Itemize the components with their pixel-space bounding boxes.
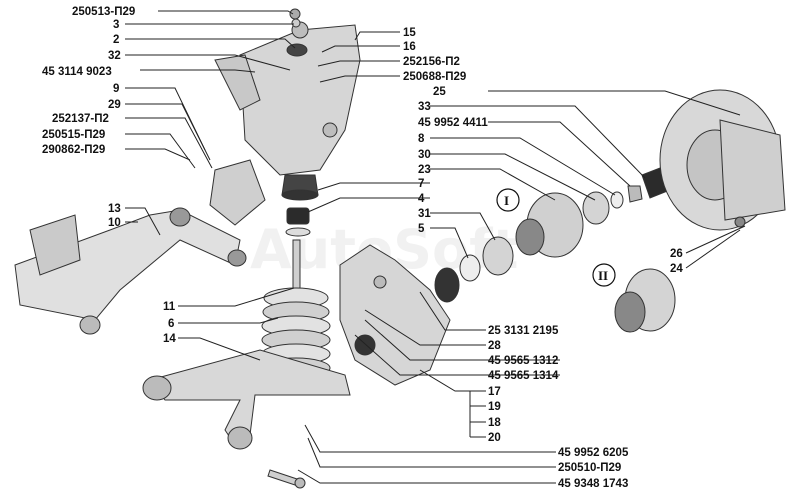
- bearing-washer: [610, 191, 624, 209]
- lower-bracket: [209, 159, 266, 226]
- top-hardware: [286, 8, 308, 57]
- label-45-9565-1312: 45 9565 1312: [488, 355, 558, 367]
- label-32: 32: [108, 50, 121, 62]
- label-45-9348-1743: 45 9348 1743: [558, 478, 628, 490]
- label-8: 8: [418, 133, 425, 145]
- outer-bearing: [582, 191, 610, 225]
- upper-bracket: [214, 21, 361, 176]
- label-18: 18: [488, 417, 501, 429]
- left-label-group: 250513-П29 3 2 32 45 3114 9023 9 29 2521…: [42, 6, 176, 345]
- label-25: 25: [433, 86, 446, 98]
- label-250510-p29: 250510-П29: [558, 462, 621, 474]
- label-252156-p2: 252156-П2: [403, 56, 460, 68]
- label-30: 30: [418, 149, 431, 161]
- bottom-bolt: [267, 469, 306, 489]
- label-9: 9: [113, 83, 119, 95]
- label-15: 15: [403, 27, 416, 39]
- label-290862-p29: 290862-П29: [42, 144, 105, 156]
- label-45-3114-9023: 45 3114 9023: [42, 66, 112, 78]
- roman-circle-two: [592, 263, 616, 287]
- label-3: 3: [113, 19, 119, 31]
- label-4: 4: [418, 193, 425, 205]
- hub-one: [515, 192, 584, 258]
- small-bushing: [285, 207, 311, 237]
- label-20: 20: [488, 432, 501, 444]
- washer: [459, 254, 481, 282]
- label-45-9952-6205: 45 9952 6205: [558, 447, 629, 459]
- label-45-9565-1314: 45 9565 1314: [488, 370, 559, 382]
- label-7: 7: [418, 178, 424, 190]
- label-5: 5: [418, 223, 425, 235]
- label-11: 11: [163, 301, 176, 313]
- label-45-9952-4411: 45 9952 4411: [418, 117, 488, 129]
- label-31: 31: [418, 208, 431, 220]
- label-23: 23: [418, 164, 431, 176]
- label-13: 13: [108, 203, 121, 215]
- label-25-3131-2195: 25 3131 2195: [488, 325, 559, 337]
- roman-circle-one: [496, 188, 520, 212]
- label-16: 16: [403, 41, 416, 53]
- roman-label-one: I: [504, 193, 509, 208]
- brake-disc: [659, 89, 786, 231]
- shock-rod: [292, 239, 301, 291]
- bump-stop: [281, 174, 319, 201]
- label-2: 2: [113, 34, 119, 46]
- label-250515-p29: 250515-П29: [42, 129, 105, 141]
- right-label-group: 15 16 252156-П2 250688-П29 25 33 45 9952…: [403, 27, 683, 490]
- label-10: 10: [108, 217, 121, 229]
- seal-ring: [434, 267, 460, 303]
- label-14: 14: [163, 333, 176, 345]
- label-17: 17: [488, 386, 501, 398]
- label-19: 19: [488, 401, 501, 413]
- label-250688-p29: 250688-П29: [403, 71, 466, 83]
- label-24: 24: [670, 263, 683, 275]
- label-33: 33: [418, 101, 431, 113]
- hub-nut: [627, 185, 643, 203]
- lower-control-arm: [142, 349, 351, 450]
- label-6: 6: [168, 318, 174, 330]
- label-250513-p29: 250513-П29: [72, 6, 135, 18]
- leader-lines: [125, 10, 746, 484]
- label-26: 26: [670, 248, 683, 260]
- label-28: 28: [488, 340, 501, 352]
- left-arm: [14, 207, 247, 335]
- hub-two: [614, 268, 676, 333]
- inner-bearing: [482, 236, 514, 276]
- label-29: 29: [108, 99, 121, 111]
- roman-label-two: II: [598, 268, 608, 283]
- label-252137-p2: 252137-П2: [52, 113, 109, 125]
